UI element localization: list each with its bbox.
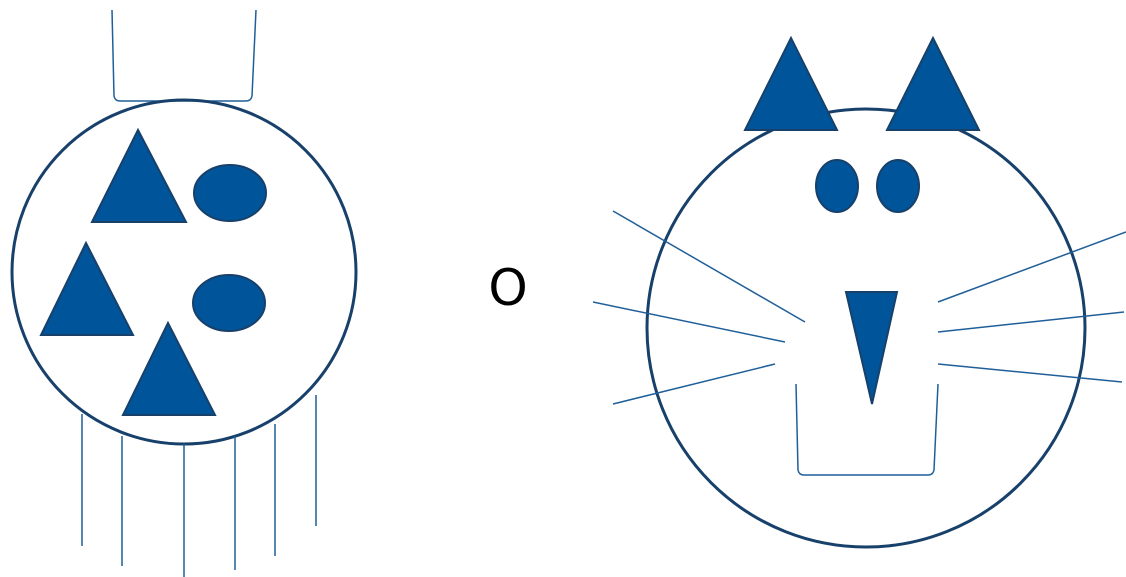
left-figure xyxy=(12,10,356,577)
left-triangle-1 xyxy=(92,130,186,222)
cat-left-whisker-1 xyxy=(613,211,805,322)
left-ellipse-1 xyxy=(194,165,266,221)
cat-left-eye xyxy=(816,160,858,212)
cat-nose xyxy=(846,292,897,404)
cat-right-whiskers xyxy=(938,232,1126,382)
left-top-u-shape xyxy=(112,10,256,101)
cat-left-whisker-3 xyxy=(613,364,775,404)
cat-left-whiskers xyxy=(593,211,805,404)
cat-right-eye xyxy=(877,160,919,212)
center-label: O xyxy=(488,259,527,317)
cat-left-whisker-2 xyxy=(593,302,785,342)
cat-left-ear xyxy=(745,38,837,130)
left-ellipse-2 xyxy=(193,275,265,331)
left-triangle-3 xyxy=(123,323,215,415)
cat-right-whisker-1 xyxy=(938,232,1126,302)
cat-face xyxy=(593,38,1126,547)
cat-right-whisker-3 xyxy=(938,364,1122,382)
cat-right-ear xyxy=(887,38,979,130)
cat-mouth-u-shape xyxy=(796,384,938,475)
cat-right-whisker-2 xyxy=(938,312,1124,332)
left-triangle-2 xyxy=(41,243,133,335)
left-bottom-lines xyxy=(82,395,316,577)
